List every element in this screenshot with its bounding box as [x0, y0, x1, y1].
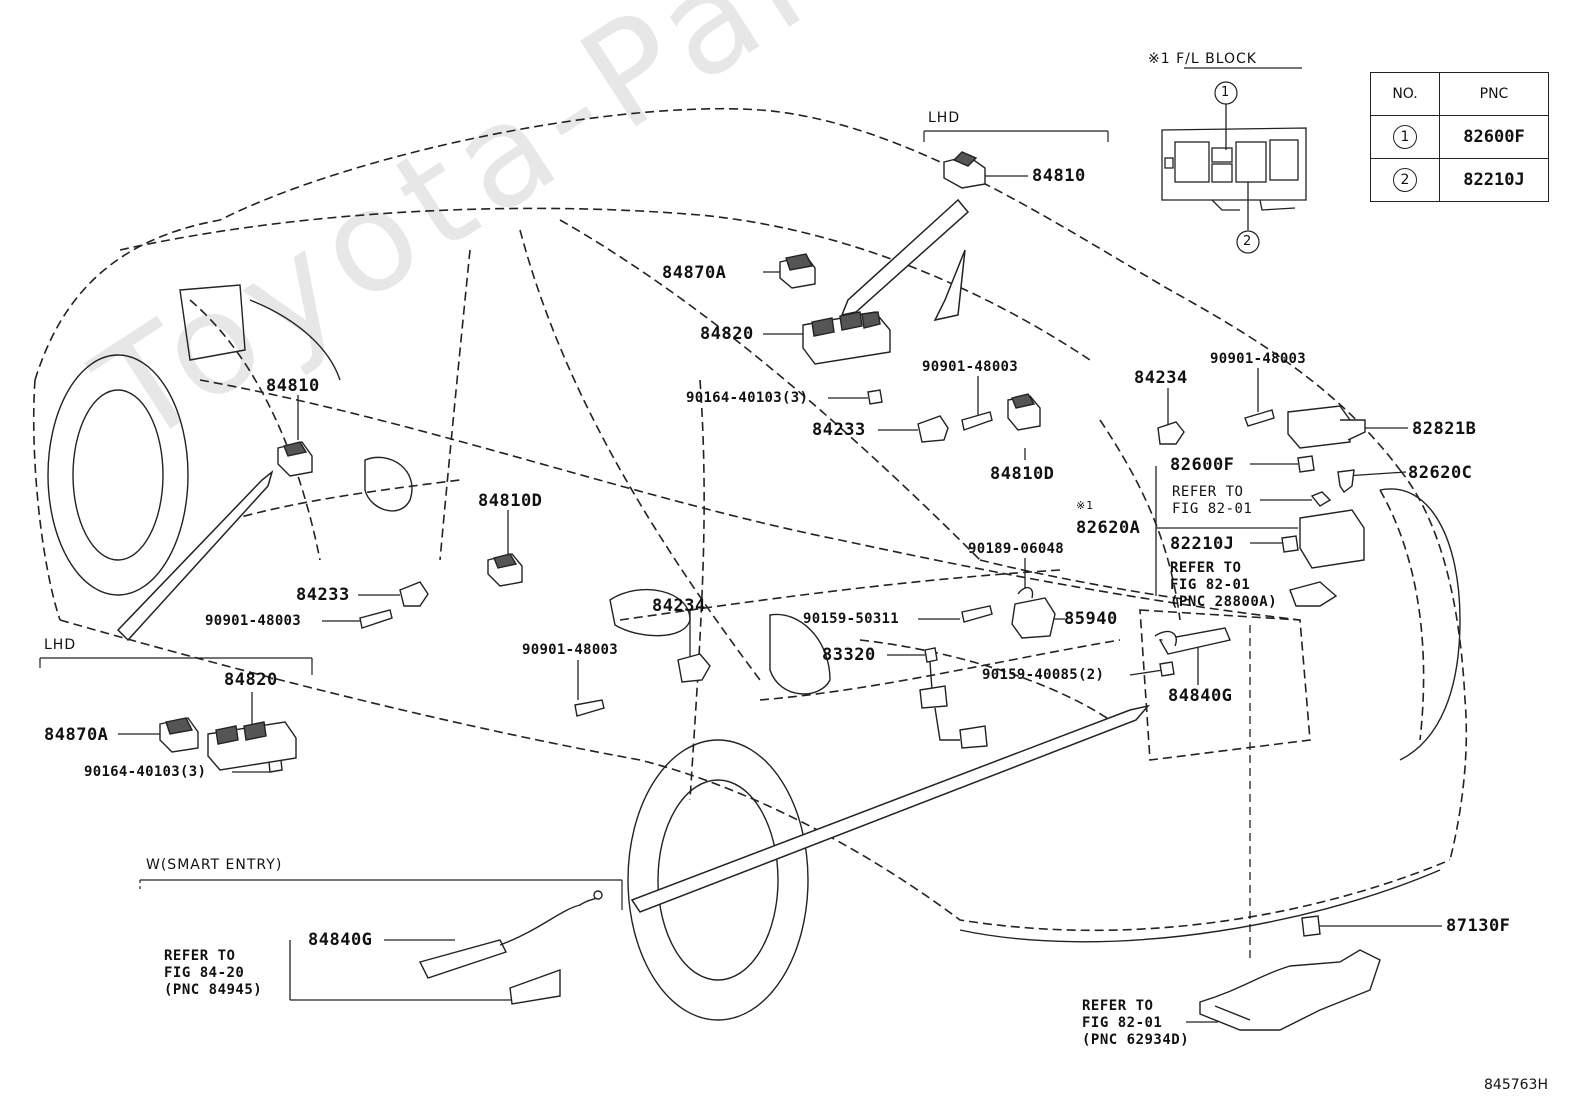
part-number-84810-top[interactable]: 84810: [1032, 166, 1086, 186]
fl-block-marker-2: 2: [1243, 234, 1253, 249]
part-number-85940[interactable]: 85940: [1064, 609, 1118, 629]
part-number-84233-mid[interactable]: 84233: [812, 420, 866, 440]
pointer-arrows: [116, 198, 1151, 913]
pnc-table-header-no: NO.: [1370, 72, 1440, 116]
part-number-90189-06048[interactable]: 90189-06048: [968, 541, 1065, 557]
circled-number: 2: [1393, 168, 1417, 192]
part-number-84840G-bottom[interactable]: 84840G: [308, 930, 373, 950]
pnc-table-pnc-cell: 82600F: [1439, 115, 1549, 159]
part-85940-and-83320: [919, 587, 1056, 749]
leader-lines: [118, 104, 1442, 1023]
part-number-84870A-top[interactable]: 84870A: [662, 263, 727, 283]
part-smart-entry-antenna: [418, 890, 603, 1005]
part-number-82620C[interactable]: 82620C: [1408, 463, 1473, 483]
pnc-table-no-cell: 2: [1370, 158, 1440, 202]
pnc-table-header-pnc: PNC: [1439, 72, 1549, 116]
part-sensors-and-bolts: [267, 389, 1275, 773]
section-label-lhd-top: LHD: [928, 110, 961, 126]
part-number-84840G-right[interactable]: 84840G: [1168, 686, 1233, 706]
part-87130F-and-cover: [1199, 915, 1381, 1031]
part-number-82210J[interactable]: 82210J: [1170, 534, 1235, 554]
reference-note-fig-82-01[interactable]: REFER TO FIG 82-01: [1172, 484, 1253, 517]
reference-note-pnc-28800A[interactable]: REFER TO FIG 82-01 (PNC 28800A): [1170, 560, 1278, 610]
part-number-84810-left[interactable]: 84810: [266, 376, 320, 396]
pnc-table-header-row: NO. PNC: [1370, 72, 1549, 116]
part-number-84820-left[interactable]: 84820: [224, 670, 278, 690]
reference-note-pnc-62934D[interactable]: REFER TO FIG 82-01 (PNC 62934D): [1082, 998, 1190, 1048]
part-number-90164-40103-top[interactable]: 90164-40103(3): [686, 390, 809, 406]
part-switch-84810-top: [943, 151, 986, 189]
part-switch-84810D-right: [1007, 393, 1041, 431]
part-master-switch-84820-top: [802, 311, 891, 365]
circled-number: 1: [1393, 125, 1417, 149]
part-switch-84810D-mid: [487, 553, 523, 587]
fl-block-markers: [1184, 67, 1302, 254]
fl-block-drawing: [1161, 127, 1307, 211]
part-number-82600F[interactable]: 82600F: [1170, 455, 1235, 475]
reference-note-pnc-84945[interactable]: REFER TO FIG 84-20 (PNC 84945): [164, 948, 263, 998]
smart-entry-box: [139, 879, 623, 910]
part-relays-and-block: [1281, 405, 1366, 607]
part-number-84234-mid[interactable]: 84234: [652, 596, 706, 616]
part-number-84810D-right[interactable]: 84810D: [990, 464, 1055, 484]
part-number-90901-48003-right[interactable]: 90901-48003: [1210, 351, 1307, 367]
part-switch-84810-left: [277, 441, 313, 477]
section-label-lhd-left: LHD: [44, 637, 77, 653]
part-number-90159-50311[interactable]: 90159-50311: [803, 611, 900, 627]
part-number-90164-40103-left[interactable]: 90164-40103(3): [84, 764, 207, 780]
part-number-84233-left[interactable]: 84233: [296, 585, 350, 605]
pnc-table: NO. PNC 1 82600F 2 82210J: [1370, 72, 1549, 202]
pnc-table-no-cell: 1: [1370, 115, 1440, 159]
fl-block-title: ※1 F/L BLOCK: [1148, 51, 1257, 67]
part-number-90901-48003-mid[interactable]: 90901-48003: [522, 642, 619, 658]
part-number-82620A[interactable]: 82620A: [1076, 518, 1141, 538]
part-number-90159-40085[interactable]: 90159-40085(2): [982, 667, 1105, 683]
pnc-table-pnc-cell: 82210J: [1439, 158, 1549, 202]
vehicle-outline-dashed: [32, 107, 1468, 932]
part-antenna-84840G: [1154, 627, 1231, 655]
part-switch-84870A-top: [779, 253, 816, 289]
vehicle-outline-solid: [47, 284, 1461, 1021]
section-label-smart-entry: W(SMART ENTRY): [146, 857, 283, 873]
part-number-87130F[interactable]: 87130F: [1446, 916, 1511, 936]
part-left-switches: [159, 717, 297, 771]
part-number-84870A-left[interactable]: 84870A: [44, 725, 109, 745]
lhd-brackets: [39, 130, 1109, 675]
fl-block-marker-1: 1: [1221, 85, 1231, 100]
part-number-84810D-mid[interactable]: 84810D: [478, 491, 543, 511]
part-number-84820-top[interactable]: 84820: [700, 324, 754, 344]
table-row: 1 82600F: [1370, 115, 1549, 159]
part-number-90901-48003-left[interactable]: 90901-48003: [205, 613, 302, 629]
part-number-83320[interactable]: 83320: [822, 645, 876, 665]
part-number-84234-right[interactable]: 84234: [1134, 368, 1188, 388]
part-number-82821B[interactable]: 82821B: [1412, 419, 1477, 439]
drawing-number: 845763H: [1484, 1077, 1548, 1093]
part-mark-82620A: ※1: [1076, 499, 1095, 512]
table-row: 2 82210J: [1370, 158, 1549, 202]
part-number-90901-48003-a[interactable]: 90901-48003: [922, 359, 1019, 375]
